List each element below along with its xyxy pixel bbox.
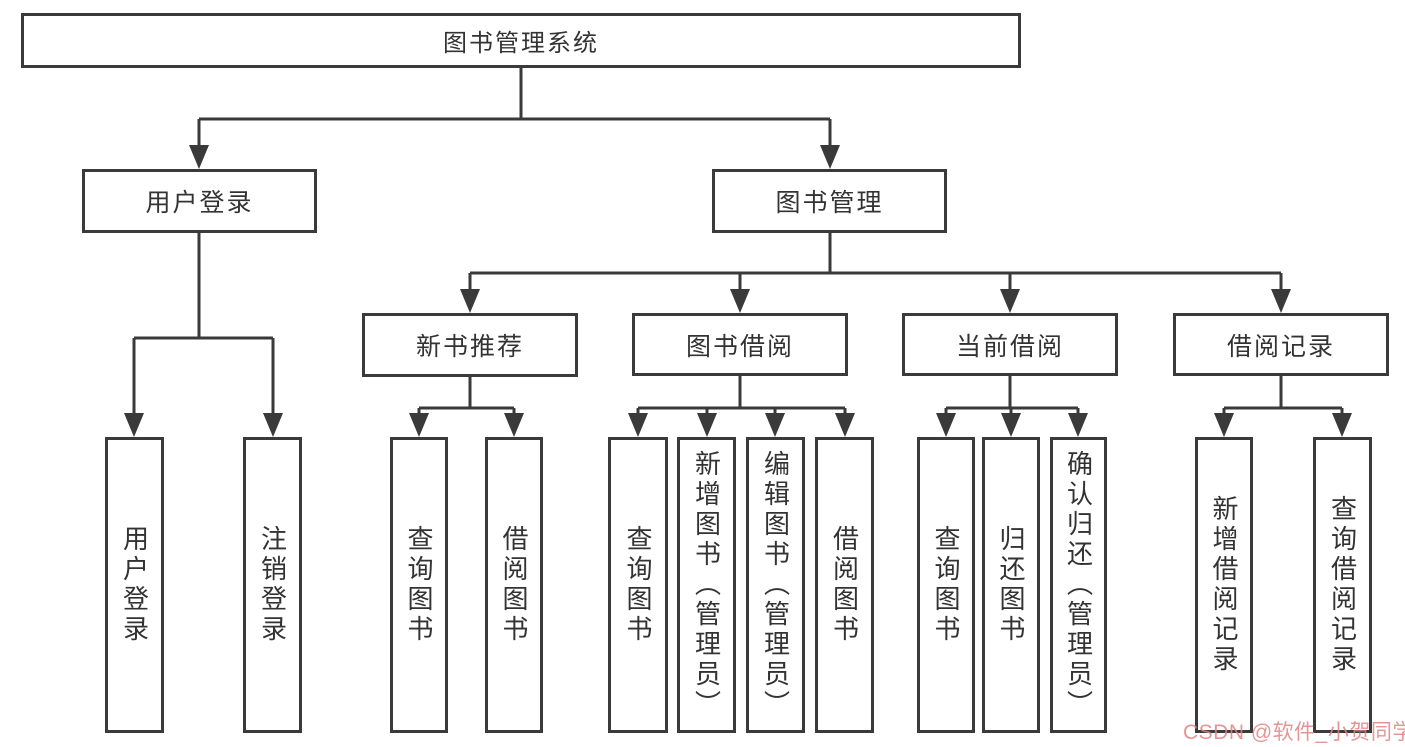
leaf-confirm-return-admin: 确认归还（管理员） [1050, 437, 1107, 733]
node-label: 图书借阅 [685, 332, 794, 361]
arrowhead [189, 145, 209, 169]
node-book-management: 图书管理 [712, 169, 947, 233]
leaf-query-borrow-record: 查询借阅记录 [1313, 437, 1372, 733]
leaf-add-borrow-record: 新增借阅记录 [1195, 437, 1253, 733]
node-borrowing-records: 借阅记录 [1173, 313, 1389, 376]
node-label: 用户登录 [145, 189, 254, 217]
leaf-label: 借阅图书 [829, 525, 860, 645]
node-root-label: 图书管理系统 [443, 30, 599, 57]
connector-login-branch [132, 233, 275, 418]
arrowhead [1214, 413, 1234, 437]
node-label: 借阅记录 [1226, 332, 1335, 361]
leaf-add-books-admin: 新增图书（管理员） [677, 437, 736, 733]
arrowhead [1271, 289, 1291, 313]
node-label: 当前借阅 [955, 332, 1064, 361]
leaf-label: 查询图书 [931, 525, 961, 645]
node-root-system: 图书管理系统 [21, 13, 1021, 68]
connector-level3-branches [417, 376, 1344, 418]
arrowheads [124, 145, 1352, 437]
leaf-label: 注销登录 [257, 525, 288, 645]
csdn-watermark: CSDN @软件_小贺同学 [1183, 721, 1405, 744]
connector-root-branch [197, 68, 832, 150]
leaf-logout: 注销登录 [243, 437, 302, 733]
node-new-book-recommend: 新书推荐 [362, 313, 578, 377]
leaf-label: 确认归还（管理员） [1063, 450, 1094, 720]
node-label: 新书推荐 [415, 333, 524, 361]
leaf-edit-books-admin: 编辑图书（管理员） [746, 437, 805, 733]
arrowhead [730, 289, 750, 313]
leaf-label: 借阅图书 [499, 525, 529, 645]
node-label: 图书管理 [775, 189, 884, 217]
leaf-query-books-borrowing: 查询图书 [608, 437, 668, 733]
leaf-label: 归还图书 [996, 525, 1026, 645]
node-book-borrowing: 图书借阅 [632, 313, 848, 376]
leaf-label: 用户登录 [119, 525, 150, 645]
leaf-query-books-current: 查询图书 [917, 437, 975, 733]
arrowhead [1332, 413, 1352, 437]
leaf-borrow-books-recommend: 借阅图书 [485, 437, 543, 733]
leaf-borrow-books: 借阅图书 [815, 437, 874, 733]
arrowhead [1001, 413, 1021, 437]
arrowhead [936, 413, 956, 437]
leaf-user-login: 用户登录 [105, 437, 164, 733]
leaf-return-books: 归还图书 [982, 437, 1040, 733]
arrowhead [1000, 289, 1020, 313]
arrowhead [409, 413, 429, 437]
leaf-label: 查询图书 [623, 525, 653, 645]
arrowhead [835, 413, 855, 437]
arrowhead [460, 289, 480, 313]
connector-mgmt-bus [468, 233, 1283, 294]
arrowhead [263, 413, 283, 437]
arrowhead [504, 413, 524, 437]
arrowhead [124, 413, 144, 437]
leaf-label: 编辑图书（管理员） [760, 450, 791, 720]
leaf-label: 新增借阅记录 [1209, 495, 1239, 675]
leaf-label: 查询借阅记录 [1327, 495, 1358, 675]
arrowhead [1068, 413, 1088, 437]
node-current-borrowing: 当前借阅 [902, 313, 1118, 376]
leaf-query-books-recommend: 查询图书 [390, 437, 448, 733]
arrowhead [628, 413, 648, 437]
arrowhead [765, 413, 785, 437]
leaf-label: 新增图书（管理员） [691, 450, 722, 720]
arrowhead [820, 145, 840, 169]
leaf-label: 查询图书 [404, 525, 434, 645]
node-user-login: 用户登录 [82, 169, 317, 233]
arrowhead [697, 413, 717, 437]
